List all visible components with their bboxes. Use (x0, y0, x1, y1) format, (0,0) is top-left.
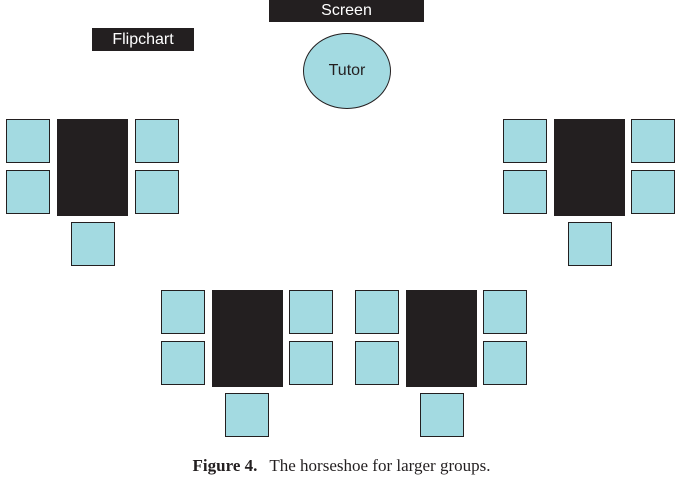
chair (71, 222, 115, 266)
chair (135, 170, 179, 214)
chair (6, 170, 50, 214)
chair (568, 222, 612, 266)
chair (483, 290, 527, 334)
figure-caption: Figure 4. The horseshoe for larger groups… (0, 456, 683, 476)
chair (355, 290, 399, 334)
chair (631, 119, 675, 163)
chair (289, 290, 333, 334)
chair (631, 170, 675, 214)
table (212, 290, 283, 387)
figure-label: Figure 4. (192, 456, 258, 475)
chair (503, 170, 547, 214)
chair (355, 341, 399, 385)
chair (503, 119, 547, 163)
chair (135, 119, 179, 163)
chair (161, 290, 205, 334)
screen-label: Screen (269, 0, 424, 22)
chair (483, 341, 527, 385)
chair (225, 393, 269, 437)
chair (420, 393, 464, 437)
flipchart-label: Flipchart (92, 28, 194, 51)
chair (289, 341, 333, 385)
table (406, 290, 477, 387)
chair (161, 341, 205, 385)
tutor-circle: Tutor (303, 33, 391, 109)
table (57, 119, 128, 216)
caption-text: The horseshoe for larger groups. (269, 456, 491, 475)
chair (6, 119, 50, 163)
table (554, 119, 625, 216)
